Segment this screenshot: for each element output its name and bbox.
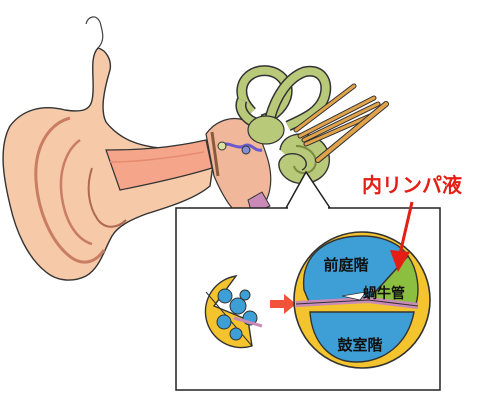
scala-vestibuli-label: 前庭階 — [323, 256, 368, 274]
scala-tympani — [309, 311, 415, 363]
cochlea-cross-section-small — [204, 275, 263, 349]
endolymph-label: 内リンパ液 — [362, 173, 463, 197]
ear-canal — [105, 139, 213, 191]
outer-ear — [2, 16, 215, 281]
endolymph-pointer — [390, 201, 414, 272]
zoom-arrow — [270, 294, 296, 314]
eardrum — [210, 131, 220, 177]
scala-tympani-label: 鼓室階 — [337, 336, 382, 354]
cochlear-duct-label: 蝸牛管 — [363, 285, 405, 302]
inner-ear — [235, 65, 389, 185]
